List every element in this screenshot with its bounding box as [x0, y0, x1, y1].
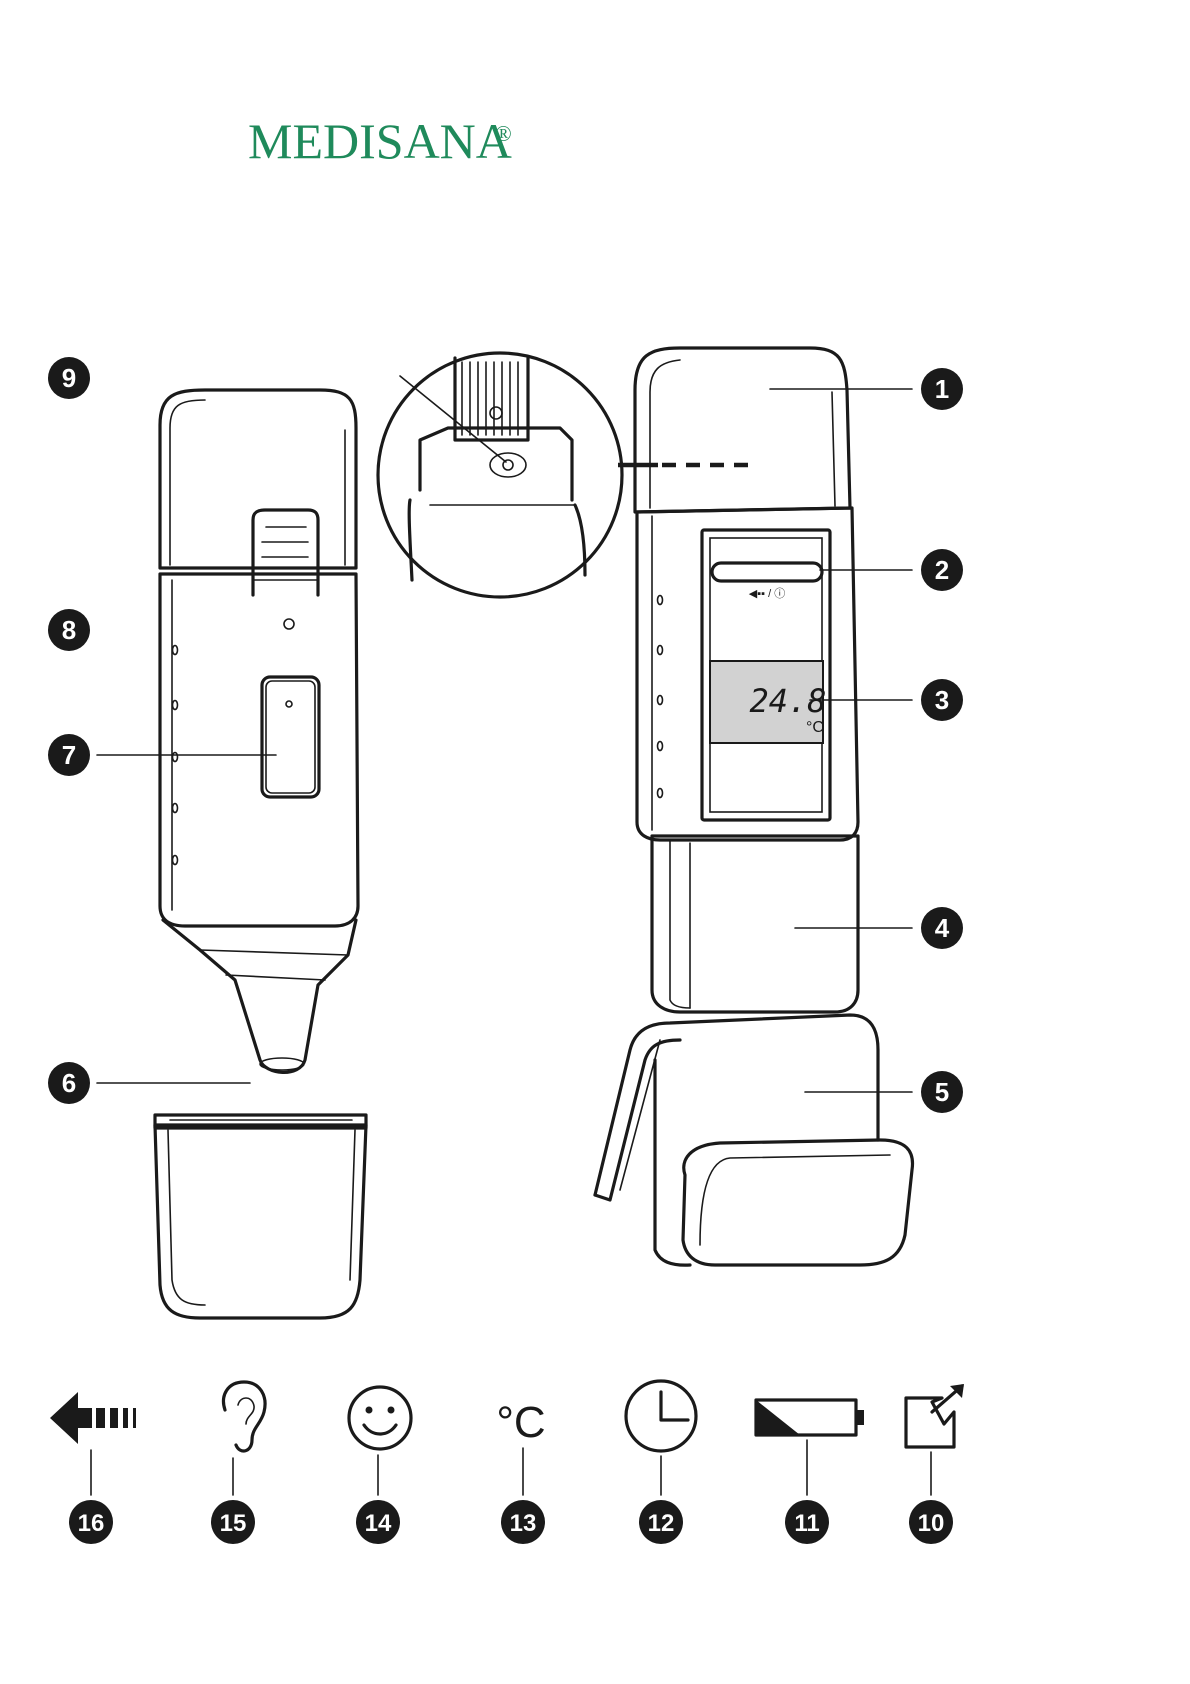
- callout-8: 8: [48, 609, 90, 651]
- svg-text:16: 16: [78, 1510, 105, 1537]
- svg-text:13: 13: [510, 1510, 537, 1537]
- svg-text:14: 14: [365, 1510, 392, 1537]
- leader-lines: [96, 388, 913, 1093]
- mode-switch: [710, 561, 824, 583]
- svg-text:5: 5: [935, 1077, 949, 1107]
- svg-text:7: 7: [62, 740, 76, 770]
- lcd-screen: [709, 660, 824, 744]
- symbol-number-10: 10: [909, 1500, 953, 1544]
- battery-compartment: [260, 675, 321, 799]
- smiley-icon: [347, 1385, 413, 1451]
- scan-arrow-icon: [50, 1392, 136, 1444]
- symbol-legend: °C 16: [50, 1379, 964, 1544]
- symbol-number-14: 14: [356, 1500, 400, 1544]
- battery-low-icon: [754, 1398, 864, 1437]
- symbol-number-15: 15: [211, 1500, 255, 1544]
- svg-text:6: 6: [62, 1068, 76, 1098]
- detail-magnifier: [376, 351, 624, 599]
- svg-text:4: 4: [935, 913, 950, 943]
- callout-1: 1: [921, 368, 963, 410]
- callout-2: 2: [921, 549, 963, 591]
- lcd-unit: °C: [806, 719, 824, 736]
- stand: [593, 1013, 915, 1267]
- svg-text:3: 3: [935, 685, 949, 715]
- thermometer-back-view: [158, 388, 360, 1074]
- lcd-reading: 24.8: [749, 682, 826, 720]
- pointer-line: [399, 375, 507, 463]
- brand-registered-mark: ®: [495, 121, 512, 146]
- reset-hole: [283, 618, 295, 630]
- mode-symbols: ◀▪▪ / ⓘ: [749, 587, 785, 600]
- grip-dots: [171, 644, 179, 866]
- svg-text:8: 8: [62, 615, 76, 645]
- symbol-number-12: 12: [639, 1500, 683, 1544]
- callout-5: 5: [921, 1071, 963, 1113]
- ear-icon: [222, 1380, 267, 1453]
- grip-dots-front: [656, 594, 664, 799]
- cover-latch: [251, 508, 320, 597]
- probe-cap: [153, 1113, 368, 1320]
- symbol-number-16: 16: [69, 1500, 113, 1544]
- svg-text:2: 2: [935, 555, 949, 585]
- svg-text:°C: °C: [496, 1398, 545, 1447]
- ear-probe: [161, 918, 358, 1074]
- symbol-number-13: 13: [501, 1500, 545, 1544]
- external-use-icon: [904, 1384, 964, 1449]
- thermometer-front-view: ◀▪▪ / ⓘ 24.8 °C: [633, 346, 860, 1014]
- svg-text:1: 1: [935, 374, 949, 404]
- svg-text:15: 15: [220, 1510, 247, 1537]
- callout-9: 9: [48, 357, 90, 399]
- brand-name: MEDISANA: [248, 113, 512, 169]
- celsius-icon: °C: [496, 1398, 545, 1447]
- display-window: [700, 528, 832, 822]
- callout-3: 3: [921, 679, 963, 721]
- brand-logo: MEDISANA ®: [248, 113, 512, 169]
- clock-icon: [624, 1379, 698, 1453]
- callout-4: 4: [921, 907, 963, 949]
- svg-text:9: 9: [62, 363, 76, 393]
- symbol-number-11: 11: [785, 1500, 829, 1544]
- svg-text:12: 12: [648, 1510, 675, 1537]
- svg-text:11: 11: [794, 1510, 819, 1537]
- callout-7: 7: [48, 734, 90, 776]
- svg-text:10: 10: [918, 1510, 945, 1537]
- callout-6: 6: [48, 1062, 90, 1104]
